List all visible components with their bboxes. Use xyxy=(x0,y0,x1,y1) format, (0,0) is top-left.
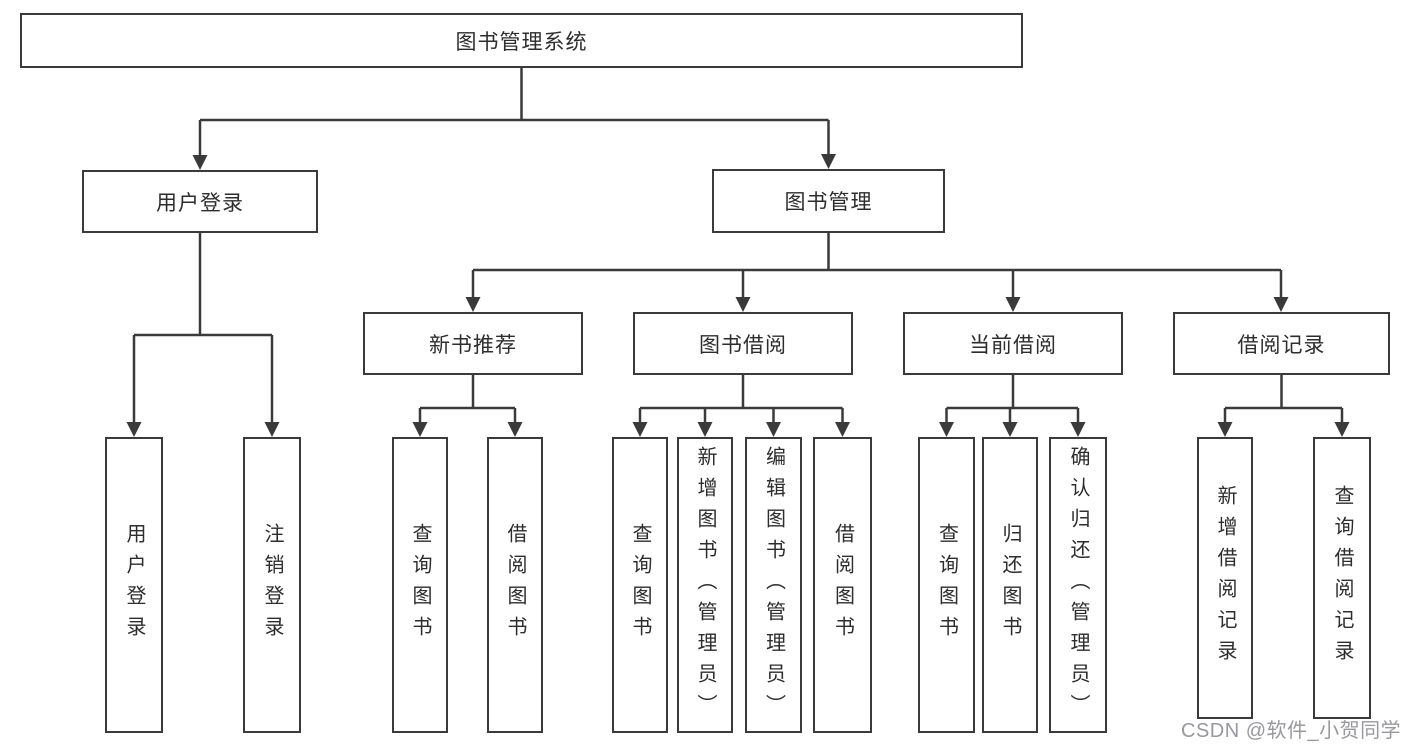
leaf-borrow-books-book-borrow: 借阅图书 xyxy=(813,437,872,733)
node-label: 用户登录 xyxy=(156,191,244,215)
leaf-confirm-return-admin: 确认归还（管理员） xyxy=(1049,437,1107,733)
connector-root-to-level2 xyxy=(192,68,836,170)
leaf-query-borrow-record: 查询借阅记录 xyxy=(1313,437,1371,719)
node-label: 查询图书 xyxy=(409,523,431,647)
node-book-borrow: 图书借阅 xyxy=(633,312,853,375)
leaf-borrow-books-new-book: 借阅图书 xyxy=(487,437,543,733)
leaf-return-books: 归还图书 xyxy=(982,437,1038,733)
connector-current-borrow-children xyxy=(939,375,1086,437)
node-new-book-recommend: 新书推荐 xyxy=(363,312,583,375)
node-label: 借阅图书 xyxy=(831,523,854,647)
connector-new-book-children xyxy=(412,375,523,437)
leaf-logout: 注销登录 xyxy=(243,437,301,733)
node-label: 查询图书 xyxy=(935,523,958,647)
node-label: 新增借阅记录 xyxy=(1214,485,1236,671)
node-current-borrow: 当前借阅 xyxy=(903,312,1123,375)
leaf-query-books-book-borrow: 查询图书 xyxy=(612,437,668,733)
leaf-user-login: 用户登录 xyxy=(105,437,163,733)
node-label: 新增图书（管理员） xyxy=(694,445,716,725)
connector-user-login-children xyxy=(126,233,280,437)
leaf-query-books-new-book: 查询图书 xyxy=(392,437,448,733)
csdn-watermark: CSDN @软件_小贺同学 xyxy=(1181,720,1402,742)
node-label: 新书推荐 xyxy=(429,333,517,357)
leaf-query-books-current-borrow: 查询图书 xyxy=(918,437,975,733)
connector-borrow-records-children xyxy=(1217,375,1350,437)
leaf-edit-books-admin: 编辑图书（管理员） xyxy=(745,437,802,733)
node-label: 当前借阅 xyxy=(969,333,1057,357)
node-label: 用户登录 xyxy=(123,523,145,647)
node-user-login: 用户登录 xyxy=(82,170,318,233)
node-label: 注销登录 xyxy=(261,523,283,647)
leaf-add-books-admin: 新增图书（管理员） xyxy=(677,437,733,733)
node-label: 借阅图书 xyxy=(504,523,526,647)
connector-book-borrow-children xyxy=(632,375,850,437)
node-label: 查询借阅记录 xyxy=(1331,485,1353,671)
node-label: 查询图书 xyxy=(629,523,651,647)
node-label: 图书借阅 xyxy=(699,333,787,357)
node-label: 图书管理 xyxy=(784,191,873,214)
node-label: 借阅记录 xyxy=(1237,333,1326,357)
leaf-add-borrow-record: 新增借阅记录 xyxy=(1197,437,1253,719)
node-label: 确认归还（管理员） xyxy=(1067,445,1089,725)
node-library-management-system: 图书管理系统 xyxy=(20,13,1023,68)
connector-book-management-children xyxy=(465,233,1289,312)
node-borrow-records: 借阅记录 xyxy=(1173,312,1390,375)
node-book-management: 图书管理 xyxy=(712,169,945,233)
node-label: 编辑图书（管理员） xyxy=(762,445,785,725)
node-label: 归还图书 xyxy=(999,523,1021,647)
node-label: 图书管理系统 xyxy=(455,30,588,54)
